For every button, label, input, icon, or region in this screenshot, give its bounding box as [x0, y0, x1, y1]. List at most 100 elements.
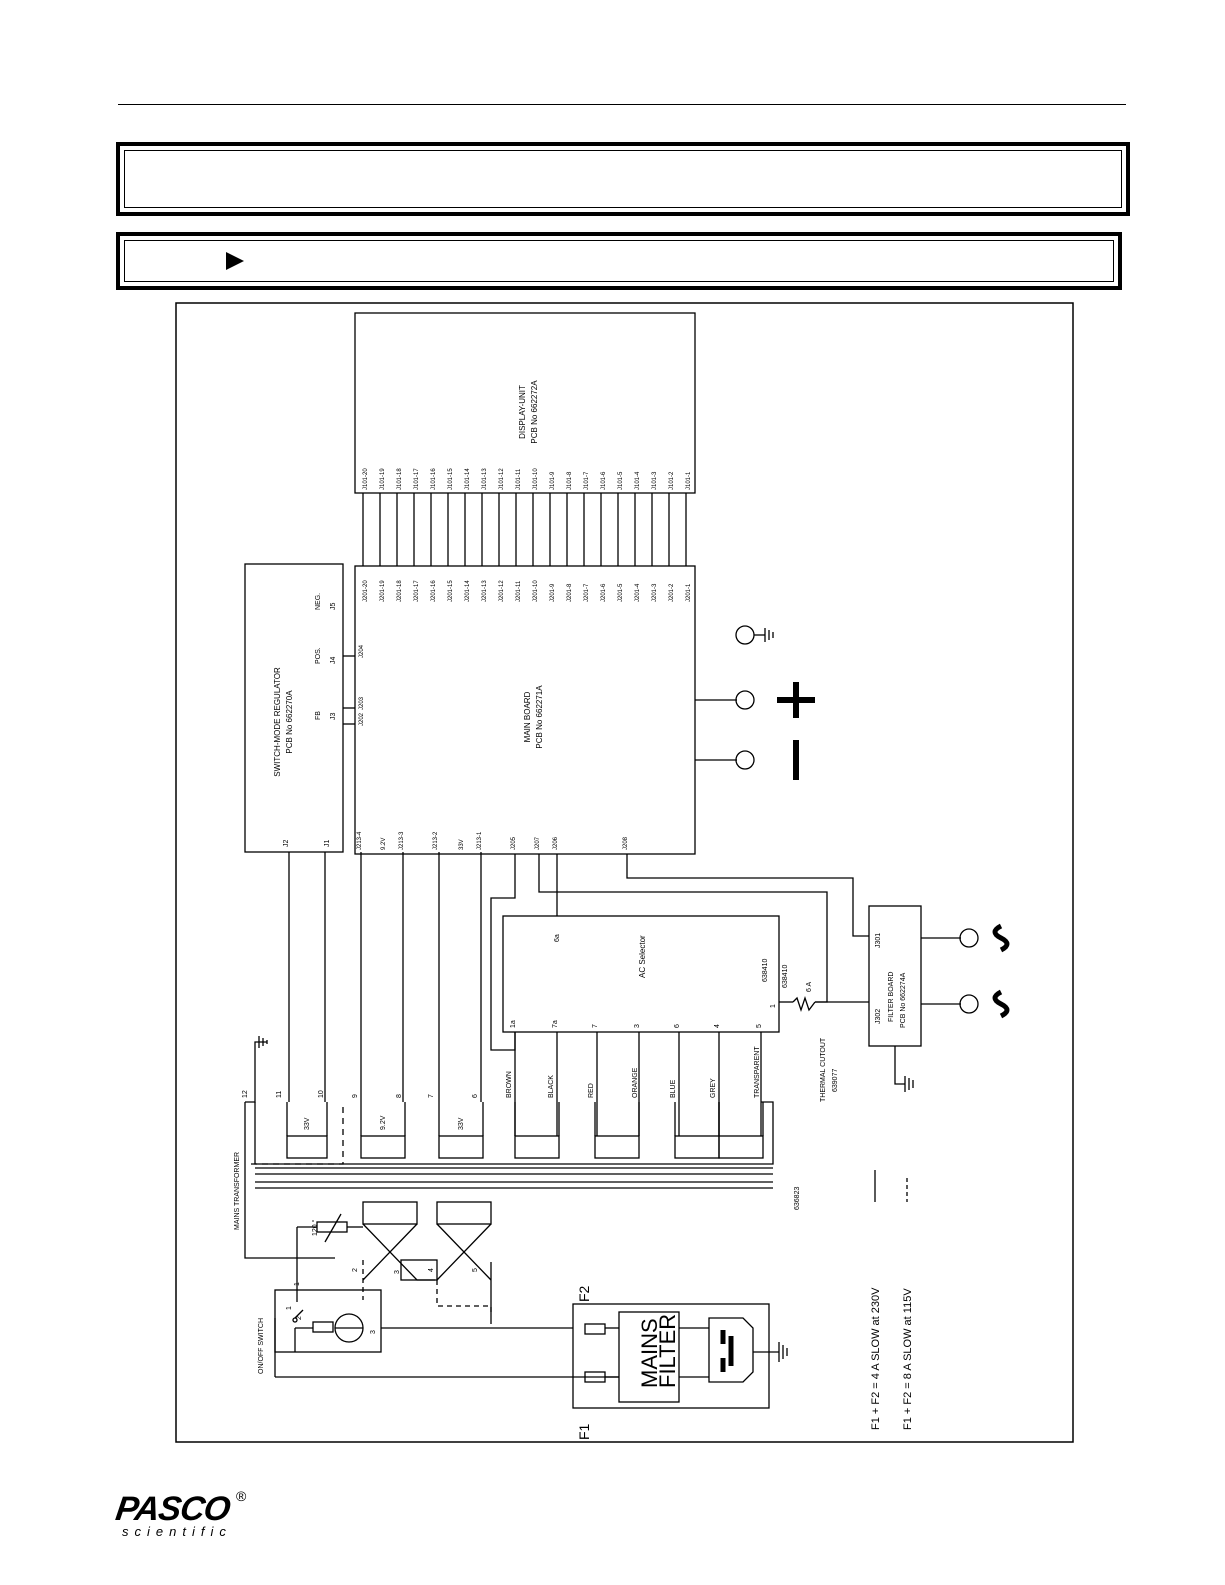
display-pin-label: J101-12 [499, 468, 505, 490]
main-bottom-pin: J205 [511, 836, 517, 850]
main-pin-label: J201-18 [397, 580, 403, 602]
main-pin-label: J201-10 [533, 580, 539, 602]
thermal-part: 639077 [832, 1069, 839, 1092]
ac-selector-part: 638410 [762, 959, 769, 982]
ac-terminal-1 [959, 928, 979, 948]
display-pin-label: J101-4 [635, 471, 641, 490]
display-pin-label: J101-1 [686, 471, 692, 490]
display-pin-label: J101-2 [669, 471, 675, 490]
main-pin-label: J201-12 [499, 580, 505, 602]
display-pin-label: J101-14 [465, 468, 471, 490]
main-pin-label: J201-19 [380, 580, 386, 602]
acs-pin-3: 3 [634, 1024, 641, 1028]
reg-pin-j5: J5 [330, 603, 337, 611]
display-pin-label: J101-15 [448, 468, 454, 490]
main-left-pin: J204 [359, 644, 365, 658]
tx-pin-10: 10 [318, 1090, 325, 1098]
wire-colour-label: BROWN [506, 1071, 513, 1098]
display-unit-pcb: PCB No 662272A [530, 380, 539, 444]
reg-pin-j3: J3 [330, 713, 337, 721]
regulator-box [244, 563, 344, 853]
display-pin-label: J101-17 [414, 468, 420, 490]
legend-230v: F1 + F2 = 4 A SLOW at 230V [870, 1287, 882, 1430]
output-terminal-plus [735, 690, 755, 710]
main-left-pin: J203 [359, 696, 365, 710]
output-terminal-minus [735, 750, 755, 770]
main-bottom-pin: J213-4 [357, 831, 363, 850]
main-board-name: MAIN BOARD [523, 691, 532, 742]
switch-pin-1: 1 [286, 1306, 293, 1310]
main-pin-label: J201-6 [601, 583, 607, 602]
ac-selector-box [502, 915, 780, 1033]
switch-pin-2: 2 [296, 1316, 303, 1320]
secondary-winding [718, 1135, 764, 1159]
display-pin-label: J101-11 [516, 468, 522, 490]
tx-pin-4: 4 [428, 1268, 435, 1272]
tx-pin-8: 8 [396, 1094, 403, 1098]
acs-pin-6: 6 [674, 1024, 681, 1028]
switch-pin-3: 3 [370, 1330, 377, 1334]
reg-pin-j1: J1 [324, 840, 331, 848]
main-bottom-pin: 9.2V [381, 838, 387, 850]
main-pin-label: J201-7 [584, 583, 590, 602]
secondary-winding [286, 1135, 328, 1159]
pasco-logo: PASCO ® scientific [113, 1488, 246, 1539]
secondary-winding [594, 1135, 640, 1159]
ac-tilde-icon-2 [992, 989, 1010, 1019]
filter-board-name: FILTER BOARD [888, 972, 895, 1022]
transformer-resistor: 120 ° [311, 1219, 319, 1236]
legend-115v: F1 + F2 = 8 A SLOW at 115V [902, 1288, 914, 1430]
subsection-title-box [116, 232, 1122, 290]
display-pin-label: J101-16 [431, 468, 437, 490]
ground-terminal [735, 625, 755, 645]
tx-pin-5: 5 [472, 1268, 479, 1272]
fuse-f2-label: F2 [576, 1285, 592, 1302]
main-bottom-pin: J213-2 [433, 831, 439, 850]
acs-pin-7a: 7a [552, 1020, 559, 1028]
secondary-tap-label: 9.2V [380, 1115, 387, 1130]
switch-name: ON/OFF SWITCH [258, 1318, 265, 1374]
display-pin-label: J101-7 [584, 471, 590, 490]
tx-pin-6: 6 [472, 1094, 479, 1098]
main-pin-label: J201-4 [635, 583, 641, 602]
mains-filter-box [572, 1303, 770, 1409]
primary-winding-1 [362, 1201, 418, 1225]
reg-pin-j4: J4 [330, 657, 337, 665]
main-pin-label: J201-3 [652, 583, 658, 602]
filter-pin-j302: J302 [875, 1009, 882, 1024]
diagram-frame [175, 302, 1074, 1443]
transformer-part: 636823 [794, 1187, 801, 1210]
secondary-winding [438, 1135, 484, 1159]
thermal-part-top: 638410 [782, 965, 789, 988]
primary-link [400, 1259, 438, 1281]
logo-brand: PASCO [113, 1490, 233, 1528]
display-pin-label: J101-8 [567, 471, 573, 490]
main-bottom-pin: J213-3 [399, 831, 405, 850]
main-pin-label: J201-9 [550, 583, 556, 602]
main-bottom-pin: J213-1 [477, 831, 483, 850]
main-pin-label: J201-1 [686, 583, 692, 602]
main-left-pin: J202 [359, 712, 365, 726]
section-title-box [116, 142, 1130, 216]
main-bottom-pin: J207 [535, 836, 541, 850]
acs-pin-6a: 6a [554, 934, 561, 942]
logo-sub: scientific [122, 1524, 232, 1539]
main-pin-label: J201-17 [414, 580, 420, 602]
logo-reg: ® [236, 1488, 247, 1504]
reg-pin-fb: FB [315, 711, 322, 720]
main-board-box [354, 565, 696, 855]
acs-pin-7: 7 [592, 1024, 599, 1028]
display-unit-box [354, 312, 696, 494]
regulator-pcb: PCB No 662270A [285, 690, 294, 754]
wire-colour-label: ORANGE [632, 1067, 639, 1098]
tx-pin-2: 2 [352, 1268, 359, 1272]
main-pin-label: J201-13 [482, 580, 488, 602]
secondary-winding [674, 1135, 720, 1159]
tx-pin-11: 11 [276, 1091, 283, 1098]
tx-pin-12: 12 [242, 1090, 249, 1098]
display-pin-label: J101-19 [380, 468, 386, 490]
power-inlet [708, 1317, 754, 1383]
main-bottom-pin: J208 [623, 836, 629, 850]
wire-colour-label: GREY [710, 1078, 717, 1098]
